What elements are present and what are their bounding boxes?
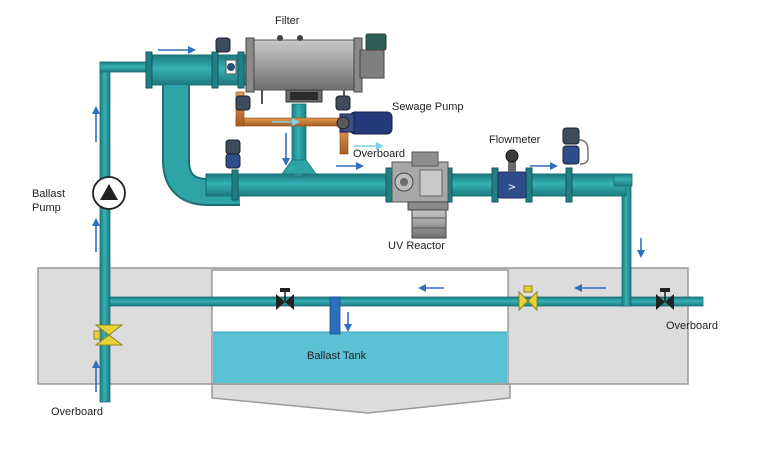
filter-label: Filter bbox=[275, 15, 300, 27]
uv-reactor-label: UV Reactor bbox=[388, 240, 445, 252]
ballast-pump-label-line1: Ballast bbox=[32, 188, 66, 200]
overboard-bottom-label: Overboard bbox=[51, 406, 103, 418]
ballast-tank-water bbox=[213, 331, 507, 383]
flowmeter: > bbox=[497, 149, 527, 199]
actuated-valve-icon bbox=[215, 37, 589, 169]
ballast-tank-label: Ballast Tank bbox=[307, 350, 367, 362]
overboard-right-label: Overboard bbox=[666, 320, 718, 332]
uv-reactor bbox=[391, 151, 449, 239]
svg-text:>: > bbox=[508, 182, 516, 193]
ballast-pump bbox=[92, 176, 126, 210]
filter-inlet-header bbox=[145, 51, 249, 89]
ballast-pump-label-line2: Pump bbox=[32, 202, 61, 214]
overboard-top-label: Overboard bbox=[353, 148, 405, 160]
flowmeter-label: Flowmeter bbox=[489, 134, 541, 146]
sewage-pump-label: Sewage Pump bbox=[392, 101, 464, 113]
gate-valve-icon bbox=[276, 288, 674, 310]
yellow-valve-icon bbox=[93, 285, 538, 346]
flow-arrow-icon bbox=[92, 46, 645, 392]
filter-outlet-pipe bbox=[281, 103, 317, 177]
sewage-pump bbox=[336, 111, 393, 135]
filter-vessel bbox=[245, 33, 387, 104]
